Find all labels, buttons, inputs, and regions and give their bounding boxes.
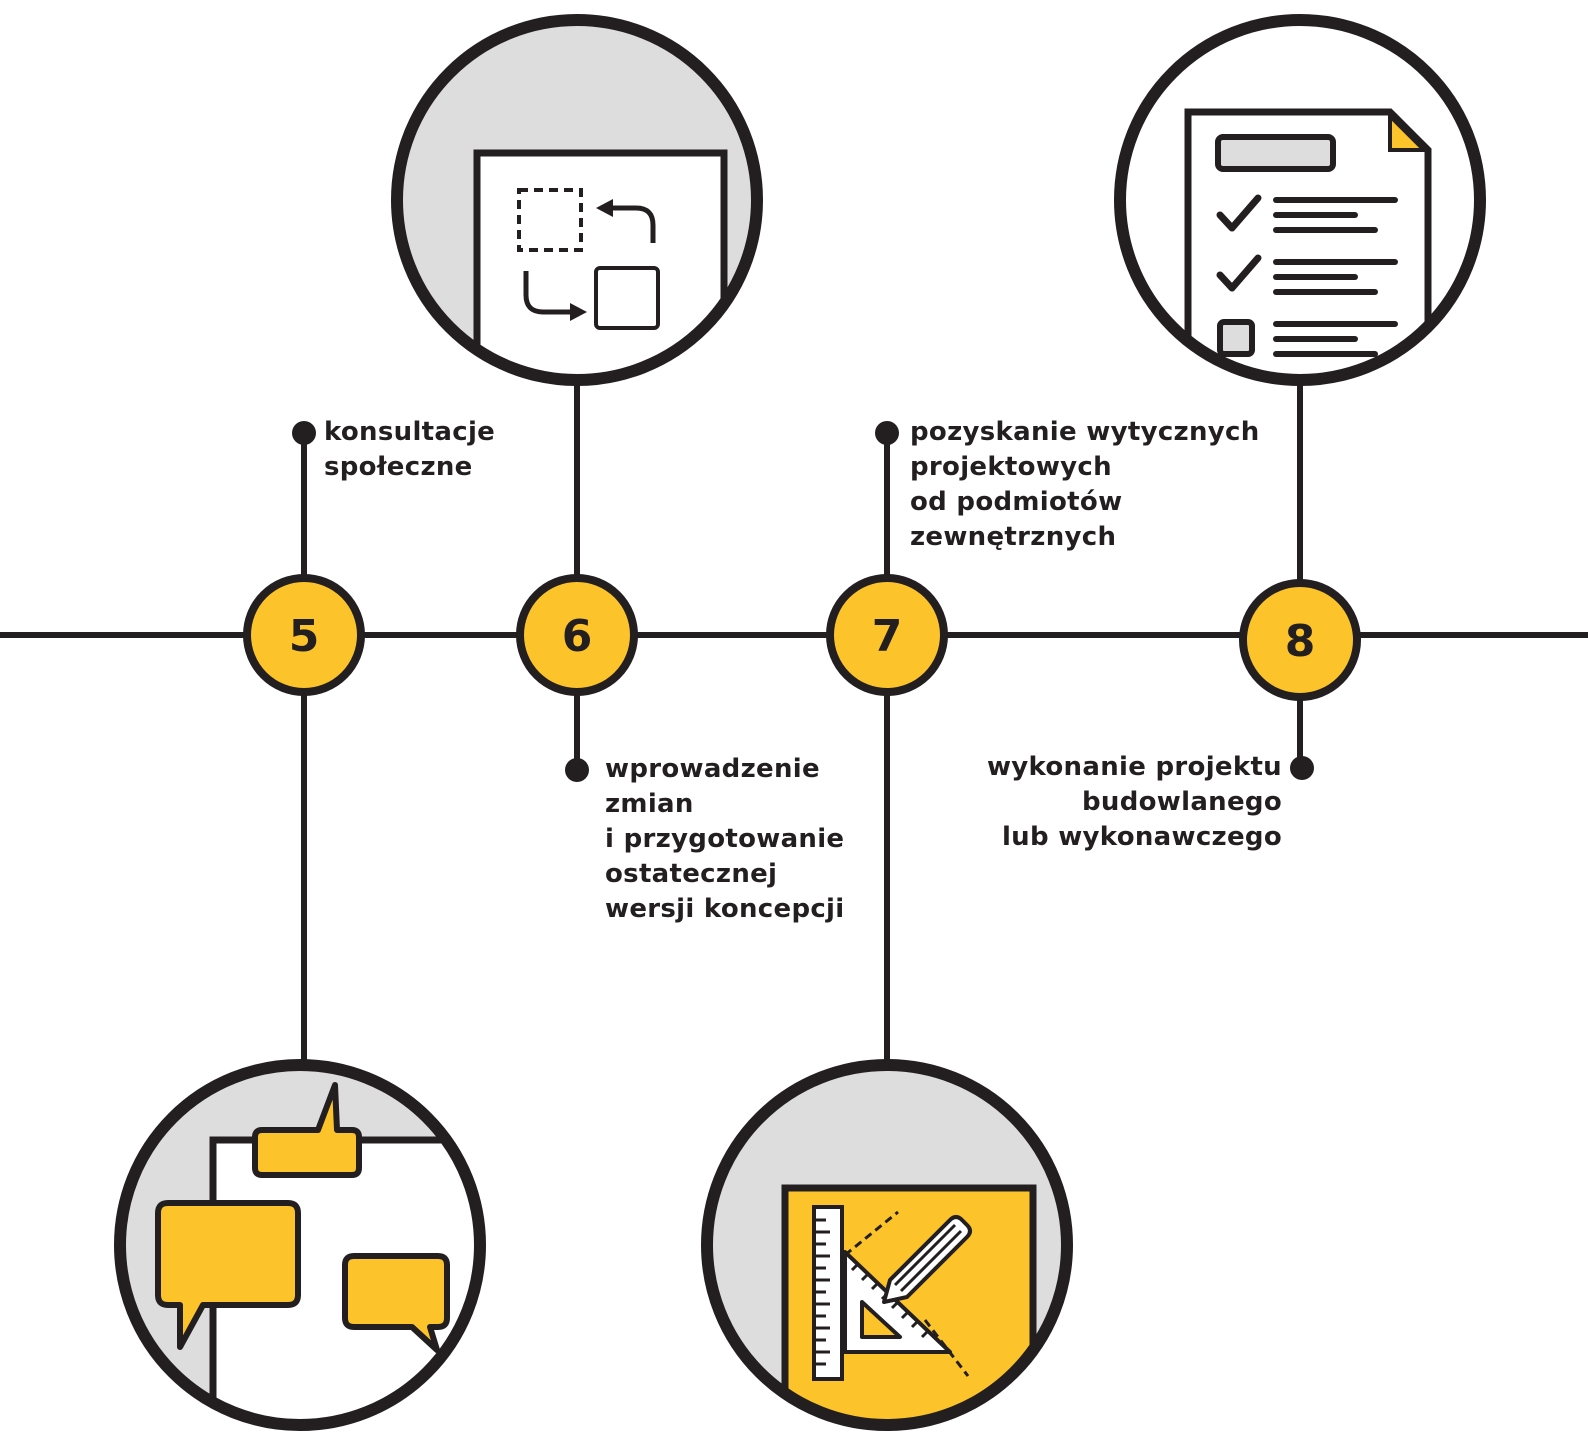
label-dot-7 xyxy=(875,421,899,445)
step-7-label-line: projektowych xyxy=(910,452,1112,482)
step-number-5: 5 xyxy=(289,611,320,662)
step-number-6: 6 xyxy=(562,611,593,662)
step-number-7: 7 xyxy=(872,611,903,662)
step-node-5: 5 xyxy=(243,574,365,696)
step-5-label-line: społeczne xyxy=(324,452,473,482)
label-dot-6 xyxy=(565,758,589,782)
step-8-label-line: budowlanego xyxy=(1082,787,1282,817)
step-8-label-line: wykonanie projektu xyxy=(986,752,1282,782)
label-dot-8 xyxy=(1290,756,1314,780)
step-6-label-line: ostatecznej xyxy=(605,859,778,889)
connectors xyxy=(301,380,1303,1065)
revision-arrows-icon xyxy=(391,14,763,386)
step-6-label: wprowadzenie zmian i przygotowanie ostat… xyxy=(605,752,845,927)
checklist-icon xyxy=(1114,14,1486,386)
step-7-label-line: pozyskanie wytycznych xyxy=(910,417,1260,447)
speech-bubbles-icon xyxy=(114,1059,486,1431)
ruler-pencil-icon xyxy=(701,1059,1073,1431)
step-7-label-line: zewnętrznych xyxy=(910,522,1117,552)
step-6-label-line: i przygotowanie xyxy=(605,824,845,854)
step-node-6: 6 xyxy=(516,574,638,696)
step-5-label: konsultacje społeczne xyxy=(324,415,495,485)
step-node-7: 7 xyxy=(826,574,948,696)
step-8-label: wykonanie projektu budowlanego lub wykon… xyxy=(987,750,1282,855)
step-5-label-line: konsultacje xyxy=(324,417,496,447)
step-7-label: pozyskanie wytycznych projektowych od po… xyxy=(910,415,1260,555)
step-6-label-line: zmian xyxy=(605,789,694,819)
step-6-label-line: wprowadzenie xyxy=(605,754,820,784)
step-node-8: 8 xyxy=(1239,579,1361,701)
label-dot-5 xyxy=(292,421,316,445)
step-number-8: 8 xyxy=(1285,616,1316,667)
step-6-label-line: wersji koncepcji xyxy=(605,894,845,924)
step-7-label-line: od podmiotów xyxy=(910,487,1123,517)
step-8-label-line: lub wykonawczego xyxy=(1001,822,1282,852)
